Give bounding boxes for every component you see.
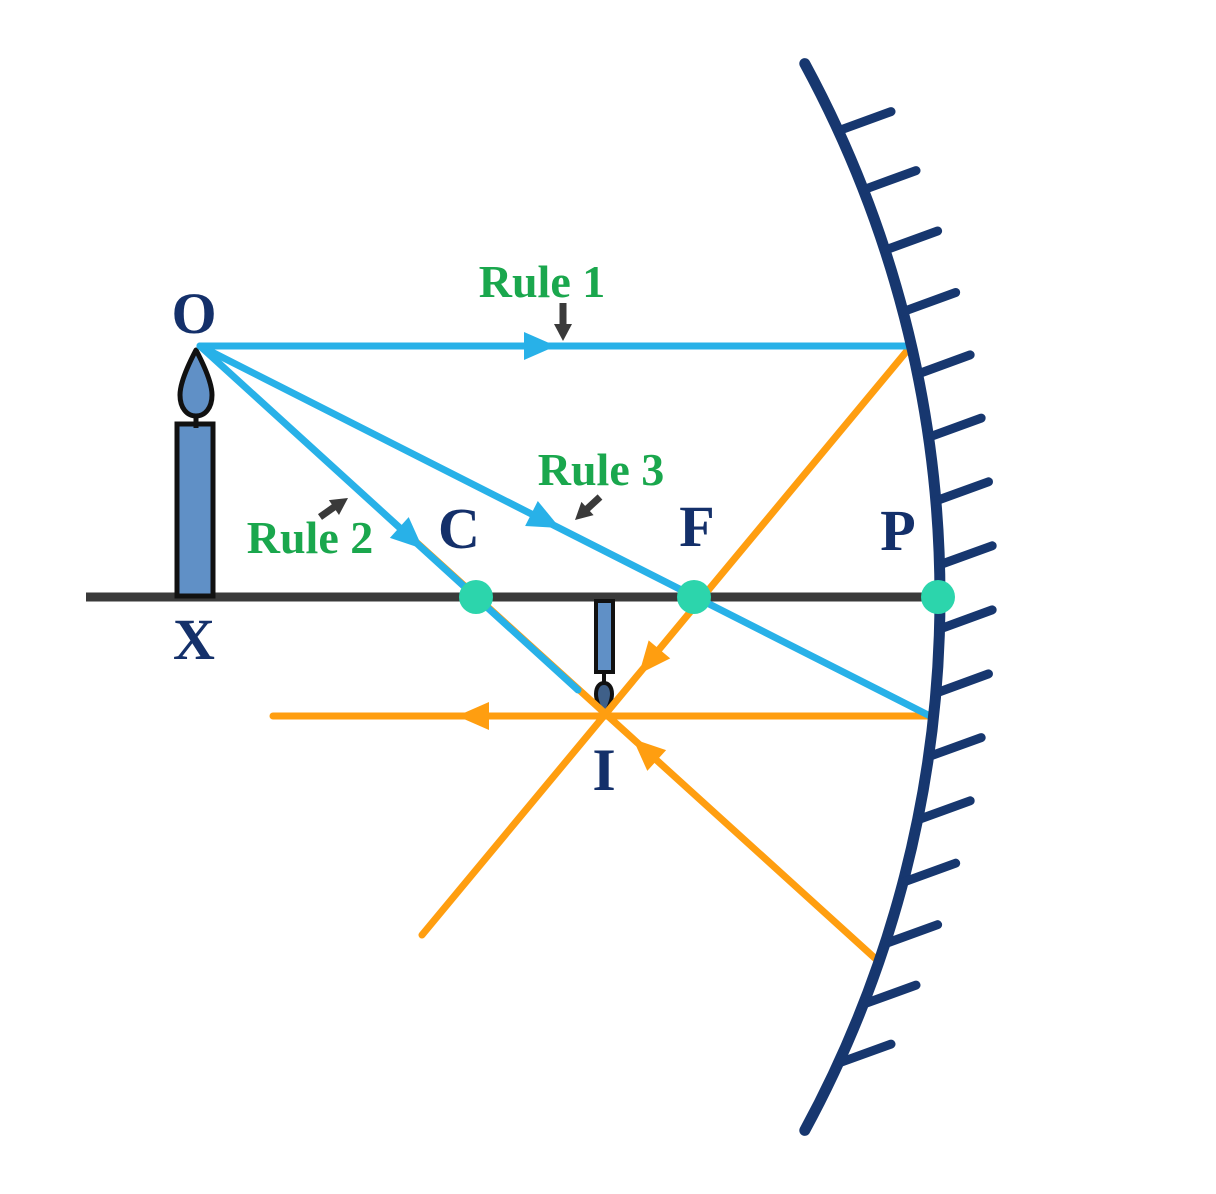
mirror-hatch	[833, 1039, 896, 1068]
rule1-reflected-arrowhead	[639, 640, 671, 674]
rule1-reflected-ray	[418, 342, 915, 939]
layer-candles	[174, 347, 615, 719]
rule1-incident-arrowhead	[524, 332, 556, 360]
object-candle-body	[174, 421, 216, 599]
mirror-hatch	[913, 796, 975, 825]
layer-pointers	[317, 303, 603, 520]
rule3-incident-arrowhead	[525, 501, 560, 528]
label-rule-2: Rule 2	[247, 512, 374, 563]
rule3-reflected-arrowhead	[457, 702, 489, 730]
mirror-hatch	[924, 413, 986, 442]
mirror-hatch	[935, 541, 997, 570]
label-object-O: O	[171, 281, 216, 346]
rule2-reflected-arrowhead	[633, 739, 667, 771]
rule3-pointer-arrow-head	[575, 501, 594, 520]
rule3-incident-ray	[196, 342, 934, 720]
mirror-hatch	[880, 920, 943, 949]
mirror-hatch	[935, 605, 997, 634]
mirror-hatch	[924, 733, 986, 762]
layer-cyan-rays	[196, 332, 934, 720]
label-focus-F: F	[679, 494, 714, 559]
mirror-hatch	[898, 858, 961, 887]
mirror-hatch	[931, 477, 993, 506]
point-C-dot	[459, 580, 493, 614]
point-F-dot	[677, 580, 711, 614]
mirror-hatch	[898, 288, 961, 317]
point-P-dot	[921, 580, 955, 614]
rule1-pointer-arrow-head	[554, 324, 572, 341]
mirror-hatch	[880, 226, 943, 255]
rule2-pointer-arrow-head	[328, 498, 348, 515]
mirror-hatch	[833, 107, 896, 136]
rule3-pointer-arrow-stem	[584, 494, 603, 512]
rule2-incident-arrowhead	[389, 517, 423, 549]
image-candle-body	[594, 599, 615, 674]
label-base-X: X	[173, 607, 215, 672]
mirror-hatch	[913, 350, 975, 379]
label-center-C: C	[438, 496, 480, 561]
object-candle-flame	[177, 347, 215, 419]
mirror-hatch	[858, 980, 921, 1009]
label-pole-P: P	[880, 498, 915, 563]
layer-labels: O X C F P I Rule 1 Rule 2 Rule 3	[171, 256, 915, 803]
rule2-incident-ray	[196, 342, 582, 694]
mirror-hatch	[931, 669, 993, 698]
label-rule-1: Rule 1	[479, 256, 606, 307]
mirror-hatch	[858, 166, 921, 195]
layer-dots	[459, 580, 955, 614]
label-rule-3: Rule 3	[538, 444, 665, 495]
label-image-I: I	[592, 737, 615, 803]
